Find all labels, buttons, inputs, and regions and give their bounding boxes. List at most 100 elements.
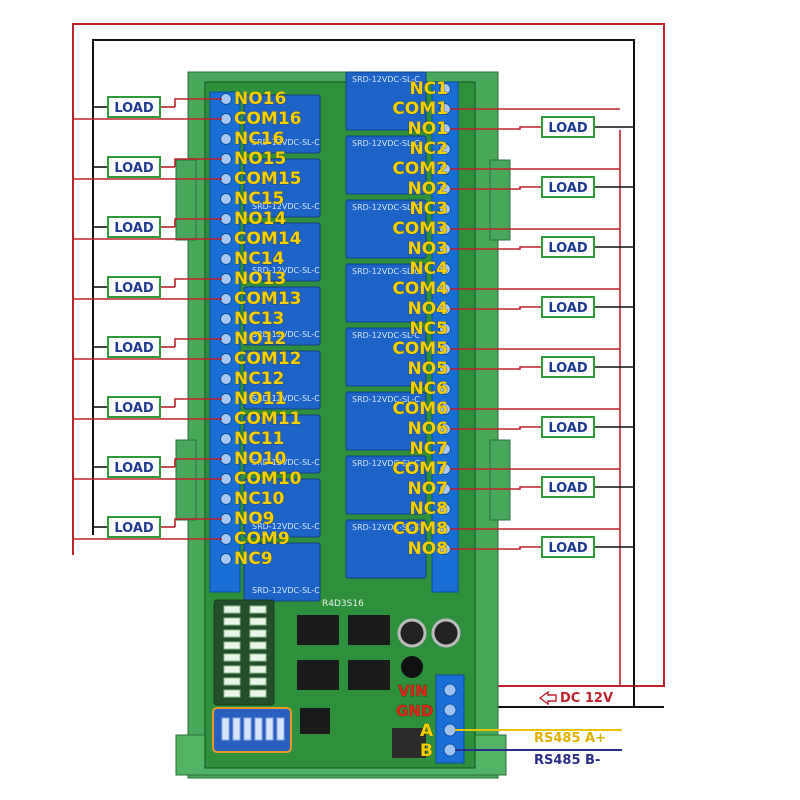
relay-model-label: SRD-12VDC-SL-C	[352, 523, 420, 532]
load-no-wire	[174, 518, 222, 527]
relay-left: SRD-12VDC-SL-C	[243, 286, 321, 346]
dip-lever[interactable]	[232, 717, 241, 741]
terminal-label-nc4: NC4	[409, 259, 448, 279]
relay-model-label: SRD-12VDC-SL-C	[352, 75, 420, 84]
load-no-wire	[174, 218, 222, 227]
terminal-screw	[220, 273, 232, 285]
rs485-a-label: RS485 A+	[534, 731, 606, 746]
power-label-gnd: GND	[396, 702, 433, 720]
capacitor-1	[397, 618, 427, 648]
terminal-label-nc3: NC3	[409, 199, 448, 219]
terminal-label-com1: COM1	[392, 99, 448, 119]
status-led	[223, 605, 241, 614]
dip-lever[interactable]	[265, 717, 274, 741]
ic-chip-3	[297, 660, 339, 690]
terminal-label-nc12: NC12	[234, 369, 284, 389]
terminal-label-com4: COM4	[392, 279, 448, 299]
dip-lever[interactable]	[221, 717, 230, 741]
load-no-wire	[450, 546, 542, 550]
relay-model-label: SRD-12VDC-SL-C	[352, 395, 420, 404]
led-array	[213, 599, 275, 706]
status-led	[249, 677, 267, 686]
terminal-label-no6: NO6	[407, 419, 448, 439]
svg-text:LOAD: LOAD	[114, 101, 154, 116]
status-led	[223, 641, 241, 650]
relay-right: SRD-12VDC-SL-C	[345, 199, 427, 259]
terminal-label-no9: NO9	[234, 509, 275, 529]
terminal-screw	[220, 373, 232, 385]
terminal-label-nc10: NC10	[234, 489, 285, 509]
load-no-wire	[174, 158, 222, 167]
load-box-left: LOAD	[107, 156, 161, 178]
dip-lever[interactable]	[254, 717, 263, 741]
terminal-screw	[439, 503, 451, 515]
status-led	[223, 677, 241, 686]
terminal-screw	[220, 213, 232, 225]
terminal-label-no3: NO3	[407, 239, 448, 259]
terminal-screw	[220, 173, 232, 185]
board-label: R4D3S16	[322, 599, 364, 609]
terminal-screw	[220, 353, 232, 365]
load-box-right: LOAD	[541, 476, 595, 498]
relay-model-label: SRD-12VDC-SL-C	[352, 331, 420, 340]
load-no-wire	[174, 98, 222, 107]
load-box-right: LOAD	[541, 356, 595, 378]
dc-label: DC 12V	[560, 691, 613, 706]
terminal-label-com8: COM8	[392, 519, 448, 539]
relay-left: SRD-12VDC-SL-C	[243, 158, 321, 218]
status-led	[223, 653, 241, 662]
power-label-vin: VIN	[398, 682, 428, 700]
terminal-label-no14: NO14	[234, 209, 287, 229]
terminal-screw	[220, 453, 232, 465]
dip-lever[interactable]	[243, 717, 252, 741]
relay-left: SRD-12VDC-SL-C	[243, 94, 321, 154]
terminal-label-nc5: NC5	[409, 319, 448, 339]
dip-switch-levers	[221, 717, 285, 741]
load-box-left: LOAD	[107, 516, 161, 538]
dc-arrow-icon	[538, 690, 557, 706]
terminal-label-no16: NO16	[234, 89, 286, 109]
ic-chip-4	[348, 660, 390, 690]
status-led	[249, 629, 267, 638]
terminal-screw	[220, 393, 232, 405]
terminal-labels: NO16COM16NC16NO15COM15NC15NO14COM14NC14N…	[234, 79, 449, 570]
relay-right: SRD-12VDC-SL-C	[345, 455, 427, 515]
load-box-right: LOAD	[541, 236, 595, 258]
svg-text:LOAD: LOAD	[114, 461, 154, 476]
control-electronics: R4D3S16	[212, 599, 461, 758]
svg-text:LOAD: LOAD	[114, 401, 154, 416]
load-box-right: LOAD	[541, 176, 595, 198]
relay-model-label: SRD-12VDC-SL-C	[252, 522, 320, 531]
status-leds	[223, 605, 267, 698]
capacitor-2	[431, 618, 461, 648]
terminal-label-no8: NO8	[407, 539, 448, 559]
terminal-label-com11: COM11	[234, 409, 302, 429]
terminal-screw	[220, 93, 232, 105]
terminal-label-com12: COM12	[234, 349, 302, 369]
dip-lever[interactable]	[276, 717, 285, 741]
terminal-screw	[220, 293, 232, 305]
status-led	[249, 689, 267, 698]
relay-right: SRD-12VDC-SL-C	[345, 519, 427, 579]
terminal-label-com15: COM15	[234, 169, 302, 189]
terminal-label-no1: NO1	[407, 119, 448, 139]
terminal-label-nc7: NC7	[409, 439, 448, 459]
terminal-screw	[220, 153, 232, 165]
load-no-wire	[450, 426, 542, 430]
terminal-label-no10: NO10	[234, 449, 287, 469]
status-led	[223, 665, 241, 674]
svg-text:LOAD: LOAD	[548, 481, 588, 496]
svg-text:LOAD: LOAD	[114, 281, 154, 296]
mcu-chip	[300, 708, 330, 734]
terminal-screw	[439, 383, 451, 395]
power-label-b: B	[420, 741, 433, 761]
terminal-blocks	[209, 81, 459, 593]
relay-left: SRD-12VDC-SL-C	[243, 542, 321, 602]
terminal-label-com16: COM16	[234, 109, 302, 129]
load-box-left: LOAD	[107, 456, 161, 478]
terminal-label-com13: COM13	[234, 289, 302, 309]
terminal-label-com6: COM6	[392, 399, 448, 419]
relay-model-label: SRD-12VDC-SL-C	[352, 459, 420, 468]
terminal-screw	[220, 493, 232, 505]
